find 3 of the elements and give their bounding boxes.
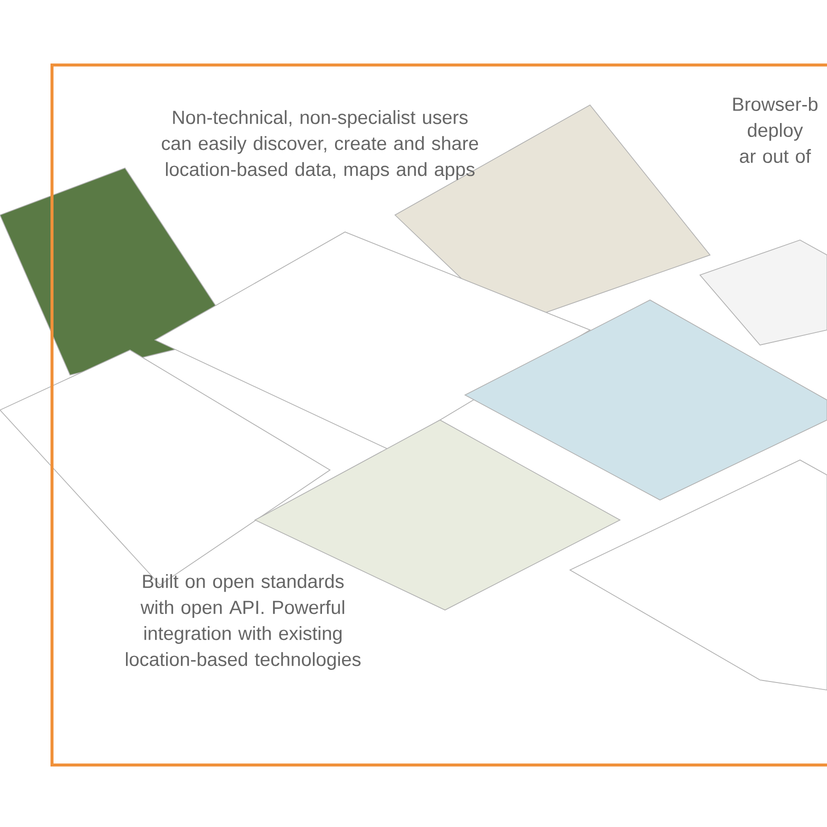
caption-text: Non-technical, non-specialist users can easily discover, create and share location-based data, maps and apps [162,110,478,180]
caption-text: Browser-b deploy ar out of [733,97,818,163]
caption-text: Built on open standards with open API. Powerful integration with existing location-based technologies [126,574,361,670]
